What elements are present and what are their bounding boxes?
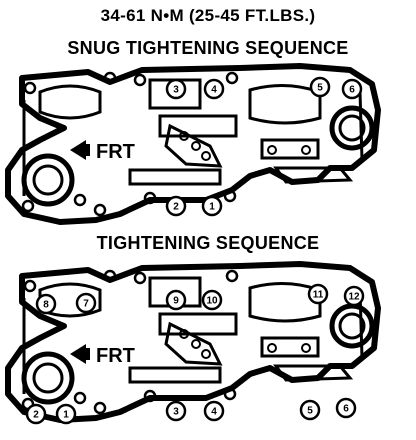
snug-bolt-1: 1 <box>201 195 223 217</box>
tightening-sequence-title: TIGHTENING SEQUENCE <box>96 233 320 253</box>
svg-text:4: 4 <box>211 407 217 418</box>
svg-text:8: 8 <box>43 300 49 311</box>
tightening-bolt-8: 8 <box>35 293 57 315</box>
snug-bolt-2: 2 <box>165 195 187 217</box>
svg-text:4: 4 <box>211 85 217 96</box>
tightening-bolt-3: 3 <box>165 400 187 422</box>
tightening-bolt-12: 12 <box>343 285 365 307</box>
svg-text:6: 6 <box>349 85 355 96</box>
svg-text:5: 5 <box>317 83 323 94</box>
tightening-bolt-11: 11 <box>307 283 329 305</box>
snug-sequence-title: SNUG TIGHTENING SEQUENCE <box>67 38 349 58</box>
svg-text:10: 10 <box>206 296 218 307</box>
svg-text:1: 1 <box>63 410 69 421</box>
tightening-bolt-5: 5 <box>299 399 321 421</box>
tightening-front-arrow-icon <box>70 344 90 364</box>
snug-manifold-diagram: FRT <box>8 66 378 222</box>
svg-text:2: 2 <box>33 410 39 421</box>
svg-text:2: 2 <box>173 202 179 213</box>
snug-bolts: 3 4 5 6 2 1 <box>165 76 363 217</box>
tightening-front-label: FRT <box>96 345 135 367</box>
tightening-bolts: 8 7 9 10 11 12 2 1 <box>25 283 365 425</box>
tightening-bolt-7: 7 <box>75 292 97 314</box>
snug-front-label: FRT <box>96 141 135 163</box>
svg-text:5: 5 <box>307 406 313 417</box>
svg-text:1: 1 <box>209 202 215 213</box>
svg-text:11: 11 <box>313 290 324 301</box>
snug-bolt-4: 4 <box>203 78 225 100</box>
tightening-bolt-4: 4 <box>203 400 225 422</box>
svg-text:9: 9 <box>173 296 179 307</box>
snug-bolt-3: 3 <box>165 78 187 100</box>
tightening-bolt-1: 1 <box>55 403 77 425</box>
svg-text:3: 3 <box>173 407 179 418</box>
snug-front-arrow-icon <box>70 140 90 160</box>
svg-text:7: 7 <box>83 299 89 310</box>
snug-bolt-6: 6 <box>341 78 363 100</box>
svg-text:12: 12 <box>348 292 360 303</box>
tightening-bolt-10: 10 <box>201 289 223 311</box>
svg-text:3: 3 <box>173 85 179 96</box>
snug-bolt-5: 5 <box>309 76 331 98</box>
tightening-bolt-6: 6 <box>335 397 357 419</box>
svg-text:6: 6 <box>343 404 349 415</box>
tightening-manifold-diagram: FRT <box>8 264 378 420</box>
torque-spec: 34-61 N•M (25-45 FT.LBS.) <box>100 6 316 25</box>
tightening-bolt-2: 2 <box>25 403 47 425</box>
tightening-bolt-9: 9 <box>165 289 187 311</box>
